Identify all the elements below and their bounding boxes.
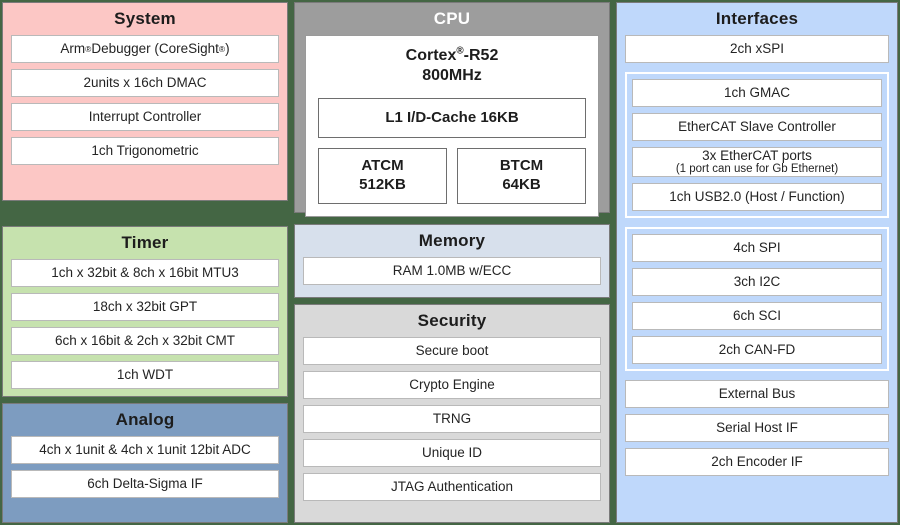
- cpu-tcm-row: ATCM 512KB BTCM 64KB: [318, 147, 586, 204]
- interfaces-item-ethercat-slave-controller: EtherCAT Slave Controller: [632, 113, 882, 141]
- interfaces-item-spi: 4ch SPI: [632, 234, 882, 262]
- analog-item-delta-sigma: 6ch Delta-Sigma IF: [11, 470, 279, 498]
- security-item-secure-boot: Secure boot: [303, 337, 601, 365]
- cpu-btcm-name: BTCM: [499, 157, 544, 175]
- ethercat-ports-sub: (1 port can use for Gb Ethernet): [675, 163, 839, 176]
- panel-memory: Memory RAM 1.0MB w/ECC: [294, 224, 610, 298]
- panel-system: System Arm® Debugger (CoreSight®) 2units…: [2, 2, 288, 201]
- system-item-dmac: 2units x 16ch DMAC: [11, 69, 279, 97]
- panel-system-title: System: [114, 9, 176, 28]
- security-item-unique-id: Unique ID: [303, 439, 601, 467]
- interfaces-item-external-bus: External Bus: [625, 380, 889, 408]
- security-item-jtag-auth: JTAG Authentication: [303, 473, 601, 501]
- system-item-interrupt-controller: Interrupt Controller: [11, 103, 279, 131]
- panel-memory-title: Memory: [418, 231, 486, 250]
- panel-timer: Timer 1ch x 32bit & 8ch x 16bit MTU3 18c…: [2, 226, 288, 397]
- system-item-trigonometric: 1ch Trigonometric: [11, 137, 279, 165]
- timer-item-cmt: 6ch x 16bit & 2ch x 32bit CMT: [11, 327, 279, 355]
- panel-interfaces: Interfaces 2ch xSPI 1ch GMAC EtherCAT Sl…: [616, 2, 898, 523]
- interfaces-item-ethercat-ports: 3x EtherCAT ports (1 port can use for Gb…: [632, 147, 882, 177]
- security-item-trng: TRNG: [303, 405, 601, 433]
- interfaces-item-sci: 6ch SCI: [632, 302, 882, 330]
- interfaces-item-gmac: 1ch GMAC: [632, 79, 882, 107]
- panel-security-title: Security: [417, 311, 487, 330]
- panel-analog-title: Analog: [115, 410, 175, 429]
- cpu-core-name: Cortex®-R52: [405, 45, 499, 64]
- interfaces-group-serial: 4ch SPI 3ch I2C 6ch SCI 2ch CAN-FD: [625, 227, 889, 371]
- interfaces-group-xspi: 2ch xSPI: [625, 35, 889, 63]
- cpu-atcm-size: 512KB: [359, 175, 406, 193]
- interfaces-item-serial-host-if: Serial Host IF: [625, 414, 889, 442]
- interfaces-item-i2c: 3ch I2C: [632, 268, 882, 296]
- analog-item-adc: 4ch x 1unit & 4ch x 1unit 12bit ADC: [11, 436, 279, 464]
- interfaces-group-bus: External Bus Serial Host IF 2ch Encoder …: [625, 380, 889, 476]
- interfaces-item-can-fd: 2ch CAN-FD: [632, 336, 882, 364]
- interfaces-item-encoder-if: 2ch Encoder IF: [625, 448, 889, 476]
- cpu-atcm-box: ATCM 512KB: [318, 147, 447, 204]
- cpu-atcm-name: ATCM: [361, 157, 404, 175]
- timer-item-wdt: 1ch WDT: [11, 361, 279, 389]
- cpu-l1-cache-box: L1 I/D-Cache 16KB: [318, 97, 586, 138]
- system-item-arm-debugger: Arm® Debugger (CoreSight®): [11, 35, 279, 63]
- cpu-btcm-box: BTCM 64KB: [457, 147, 586, 204]
- cpu-btcm-size: 64KB: [502, 175, 541, 193]
- panel-analog: Analog 4ch x 1unit & 4ch x 1unit 12bit A…: [2, 403, 288, 523]
- cpu-core-header: Cortex®-R52 800MHz: [318, 46, 586, 87]
- panel-interfaces-title: Interfaces: [715, 9, 799, 28]
- panel-cpu: CPU Cortex®-R52 800MHz L1 I/D-Cache 16KB…: [294, 2, 610, 217]
- cpu-core-card: Cortex®-R52 800MHz L1 I/D-Cache 16KB ATC…: [305, 35, 599, 217]
- memory-item-ram: RAM 1.0MB w/ECC: [303, 257, 601, 285]
- interfaces-item-xspi: 2ch xSPI: [625, 35, 889, 63]
- panel-cpu-title: CPU: [433, 9, 471, 28]
- ethercat-ports-main: 3x EtherCAT ports: [702, 148, 812, 163]
- cpu-core-clock: 800MHz: [422, 67, 482, 85]
- timer-item-mtu3: 1ch x 32bit & 8ch x 16bit MTU3: [11, 259, 279, 287]
- panel-security: Security Secure boot Crypto Engine TRNG …: [294, 304, 610, 523]
- interfaces-group-network: 1ch GMAC EtherCAT Slave Controller 3x Et…: [625, 72, 889, 218]
- panel-timer-title: Timer: [121, 233, 169, 252]
- interfaces-item-usb20: 1ch USB2.0 (Host / Function): [632, 183, 882, 211]
- security-item-crypto-engine: Crypto Engine: [303, 371, 601, 399]
- timer-item-gpt: 18ch x 32bit GPT: [11, 293, 279, 321]
